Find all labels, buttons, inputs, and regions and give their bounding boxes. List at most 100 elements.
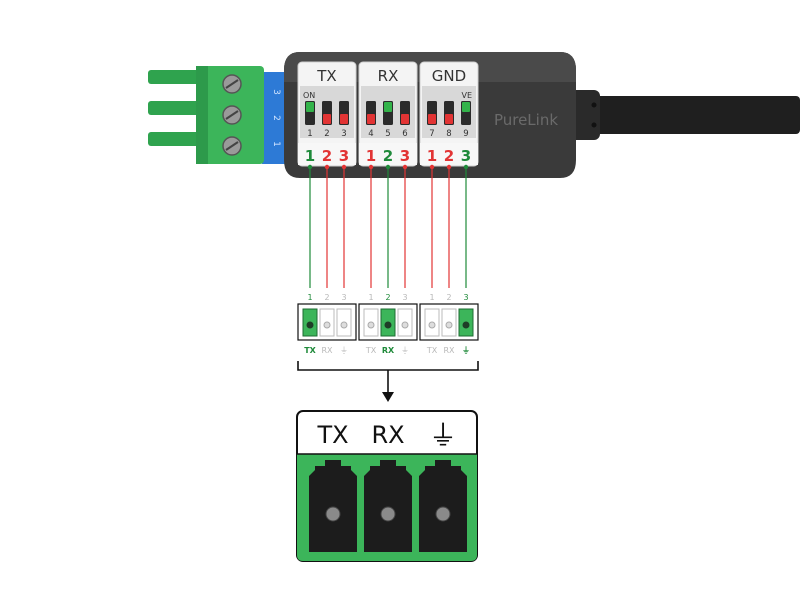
dip-switch-number: 1: [307, 129, 312, 139]
result-slot-screw: [435, 506, 451, 522]
wire-dot: [429, 164, 435, 170]
dip-group-label: RX: [378, 67, 399, 85]
dip-switch-lever: [340, 114, 348, 124]
mini-pin-screw: [401, 321, 409, 329]
mini-pin-screw: [323, 321, 331, 329]
result-slot: [309, 460, 357, 552]
dip-switch-lever: [306, 102, 314, 112]
mini-terminal-tx: 1TX 2RX 3 ⏚: [297, 293, 357, 355]
dip-switch-lever: [462, 102, 470, 112]
channel-number: 2: [444, 147, 454, 165]
dip-group-label: GND: [432, 67, 466, 85]
result-slots: [309, 460, 467, 552]
brand-logo: PureLink: [494, 111, 558, 129]
mini-pin-screw: [445, 321, 453, 329]
cable: [560, 96, 800, 134]
dip-switch-lever: [401, 114, 409, 124]
mini-pin-number: 2: [385, 293, 390, 302]
vent-dot-2: [591, 122, 597, 128]
channel-strip: [420, 143, 478, 165]
dip-switch-number: 7: [429, 129, 434, 139]
mini-pin-number: 3: [402, 293, 407, 302]
dip-switch-lever: [323, 114, 331, 124]
mini-pin-label: ⏚: [462, 346, 470, 355]
blue-terminal-block: [262, 72, 286, 164]
blue-number-top: 3: [271, 89, 281, 95]
channel-number: 1: [366, 147, 376, 165]
mini-pin-number: 1: [429, 293, 434, 302]
channel-strip: [359, 143, 417, 165]
mini-pin-label: RX: [321, 346, 333, 355]
mini-pin-label: RX: [443, 346, 455, 355]
result-label-ground: ⏚: [429, 419, 457, 452]
channel-number: 2: [322, 147, 332, 165]
result-slot-body: [364, 460, 412, 552]
wire-dot: [307, 164, 313, 170]
channel-strip: [298, 143, 356, 165]
dip-switch-number: 3: [341, 129, 346, 139]
mini-pin-label: RX: [382, 346, 395, 355]
dip-switch-number: 5: [385, 129, 390, 139]
mini-pin-number: 3: [341, 293, 346, 302]
dip-switch-number: 8: [446, 129, 451, 139]
wire-dot: [368, 164, 374, 170]
mini-pin-label: TX: [304, 346, 316, 355]
mini-pin-number: 3: [463, 293, 468, 302]
result-slot-screw: [380, 506, 396, 522]
mini-pin-number: 1: [307, 293, 312, 302]
mini-pin-screw: [306, 321, 314, 329]
result-slot-screw: [325, 506, 341, 522]
result-slot: [364, 460, 412, 552]
result-label-rx: RX: [371, 421, 404, 449]
mini-pin-label: ⏚: [401, 346, 409, 355]
blue-number-middle: 2: [271, 115, 281, 121]
wire-dot: [385, 164, 391, 170]
result-slot: [419, 460, 467, 552]
mini-pin-screw: [384, 321, 392, 329]
wire-lines: [307, 164, 469, 288]
dip-group-label: TX: [316, 67, 336, 85]
dip-switch-number: 9: [463, 129, 468, 139]
merge-bracket: [297, 361, 479, 402]
mini-pin-screw: [428, 321, 436, 329]
wire-dot: [402, 164, 408, 170]
channel-number: 3: [400, 147, 410, 165]
channel-number: 1: [427, 147, 437, 165]
wire-dot: [341, 164, 347, 170]
dip-switch-lever: [445, 114, 453, 124]
mini-pin-label: TX: [365, 346, 377, 355]
on-label: ON: [303, 91, 315, 100]
dip-switch-number: 2: [324, 129, 329, 139]
dip-switch-lever: [428, 114, 436, 124]
mini-pin-number: 2: [446, 293, 451, 302]
result-slot-body: [309, 460, 357, 552]
wire-dot: [463, 164, 469, 170]
wire-dot: [446, 164, 452, 170]
mini-pin-label: TX: [426, 346, 438, 355]
wire-dot: [324, 164, 330, 170]
channel-number: 3: [461, 147, 471, 165]
mini-terminal-gnd: 1TX 2RX 3 ⏚: [419, 293, 479, 355]
dip-switch-lever: [367, 114, 375, 124]
channel-number: 2: [383, 147, 393, 165]
mini-pin-screw: [462, 321, 470, 329]
mini-pin-screw: [367, 321, 375, 329]
channel-number: 1: [305, 147, 315, 165]
ve-label: VE: [461, 91, 472, 100]
mini-pin-number: 2: [324, 293, 329, 302]
down-arrow-icon: [382, 392, 394, 402]
mini-pin-label: ⏚: [340, 346, 348, 355]
dip-switch-lever: [384, 102, 392, 112]
blue-number-bottom: 1: [271, 141, 281, 147]
mini-pin-screw: [340, 321, 348, 329]
result-slot-body: [419, 460, 467, 552]
channel-number: 3: [339, 147, 349, 165]
result-label-tx: TX: [316, 421, 348, 449]
